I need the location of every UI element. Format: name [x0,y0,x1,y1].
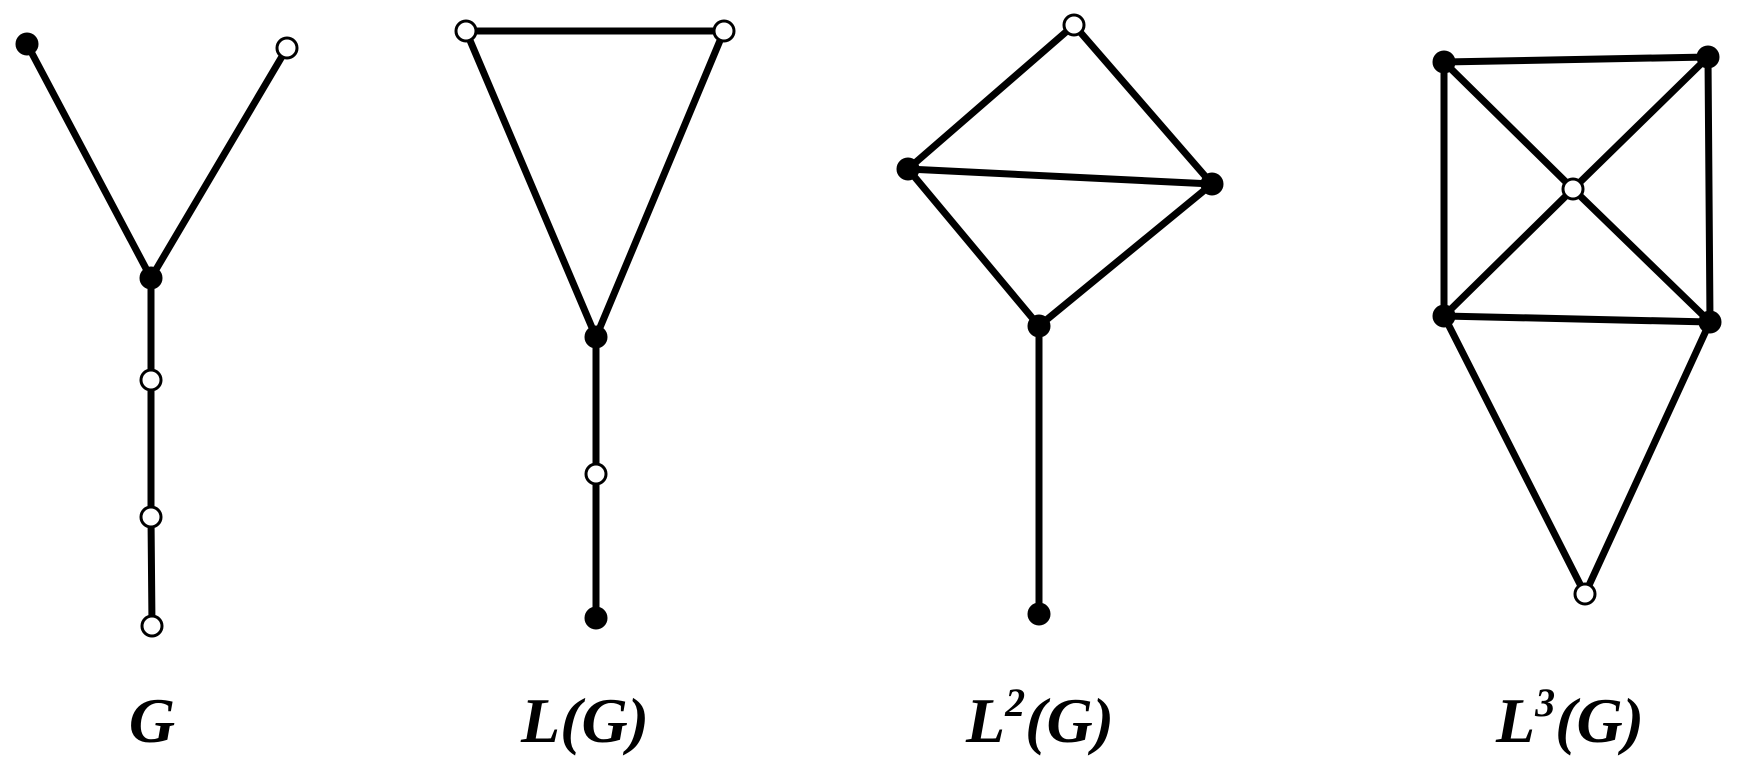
lg-vertex-a-open [454,19,478,43]
l3g-edge-br-bottom [1581,318,1714,598]
l3g-edge-tl-tr [1440,53,1712,66]
l2g-vertex-mid-filled [1027,314,1051,338]
l3g-vertex-tl-filled [1432,50,1456,74]
lg-vertex-e-filled [584,606,608,630]
g-vertex-e-open [139,505,163,529]
l2g-edge-left-mid [904,165,1043,330]
l2g-edge-top-right [1070,21,1216,188]
l3g-edge-center-br [1569,185,1714,326]
graph-g: G [15,32,299,756]
caption-g: G [129,685,175,756]
l3g-edge-tr-center [1569,53,1712,193]
g-vertex-b-open [275,36,299,60]
caption-l2-g: L2(G) [965,680,1114,756]
g-vertex-a-filled [15,32,39,56]
l3g-vertex-bottom-open [1573,582,1597,606]
l3g-edge-tr-br [1704,53,1714,326]
g-vertex-d-open [139,368,163,392]
caption-l3-g: L3(G) [1495,680,1644,756]
lg-edge-b-c [592,27,728,341]
l3g-edge-center-bl [1440,185,1577,320]
lg-vertex-c-filled [584,325,608,349]
graph-line-graph-squared: L2(G) [896,13,1224,756]
l3g-vertex-center-open [1561,177,1585,201]
l3g-vertex-tr-filled [1696,45,1720,69]
l2g-edge-right-mid [1035,180,1216,330]
l2g-vertex-top-open [1062,13,1086,37]
l2g-vertex-left-filled [896,157,920,181]
l2g-vertex-right-filled [1200,172,1224,196]
g-vertex-f-open [140,614,164,638]
l3g-vertex-br-filled [1698,310,1722,334]
graph-line-graph-cubed: L3(G) [1432,45,1722,756]
l3g-vertex-bl-filled [1432,304,1456,328]
g-edge-b-c [147,44,291,282]
l3g-edge-tl-center [1440,58,1577,193]
l3g-edge-bl-bottom [1440,312,1589,598]
l3g-edge-bl-br [1440,312,1714,326]
graph-line-graph: L(G) [454,19,736,756]
caption-l-g: L(G) [520,685,649,756]
lg-vertex-d-open [584,462,608,486]
l2g-vertex-bottom-filled [1027,602,1051,626]
g-edge-e-f [147,513,156,630]
lg-vertex-b-open [712,19,736,43]
l2g-edge-left-right [904,165,1216,188]
g-vertex-c-filled [139,266,163,290]
g-edge-a-c [23,40,155,282]
l2g-edge-top-left [904,21,1078,173]
lg-edge-a-c [462,27,600,341]
